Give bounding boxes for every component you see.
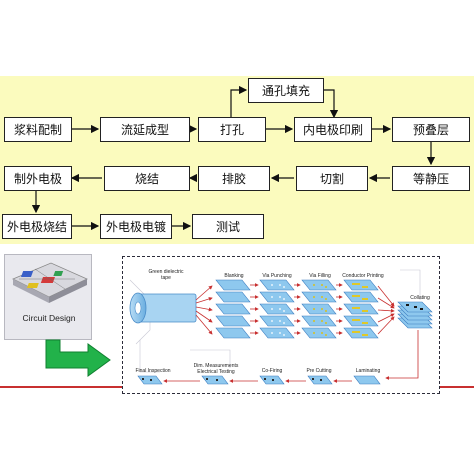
label-conductor-printing: Conductor Printing [342,273,384,279]
step-inner-electrode-printing: 内电极印刷 [294,117,372,142]
label-laminating: Laminating [355,368,381,374]
label-collating: Collating [410,295,430,301]
label-blanking: Blanking [224,273,244,279]
label-co-firing: Co-Firing [261,368,283,374]
step-cutting: 切割 [296,166,368,191]
label-via-punching: Via Punching [262,273,292,279]
step-slurry-prep: 浆料配制 [4,117,72,142]
label-final-inspection: Final Inspection [135,368,171,374]
step-tape-casting: 流延成型 [100,117,190,142]
step-isostatic-press: 等静压 [392,166,470,191]
step-punching: 打孔 [198,117,266,142]
step-sintering: 烧结 [104,166,190,191]
label-electrical-testing: Dim. Measurements Electrical Testing [193,363,239,375]
step-pre-stacking: 预叠层 [392,117,470,142]
circuit-board-icon [12,262,88,303]
circuit-design-card: Circuit Design [4,254,92,340]
step-outer-electrode-plating: 外电极电镀 [100,214,172,239]
step-outer-electrode: 制外电极 [4,166,72,191]
circuit-design-label: Circuit Design [22,313,76,323]
green-tape-label: Green dielectric tape [148,269,184,281]
step-testing: 测试 [192,214,264,239]
label-pre-cutting: Pre Cutting [306,368,332,374]
label-via-filling: Via Filling [309,273,331,279]
step-outer-electrode-sintering: 外电极烧结 [2,214,72,239]
step-via-filling: 通孔填充 [248,78,324,103]
step-debinding: 排胶 [198,166,270,191]
